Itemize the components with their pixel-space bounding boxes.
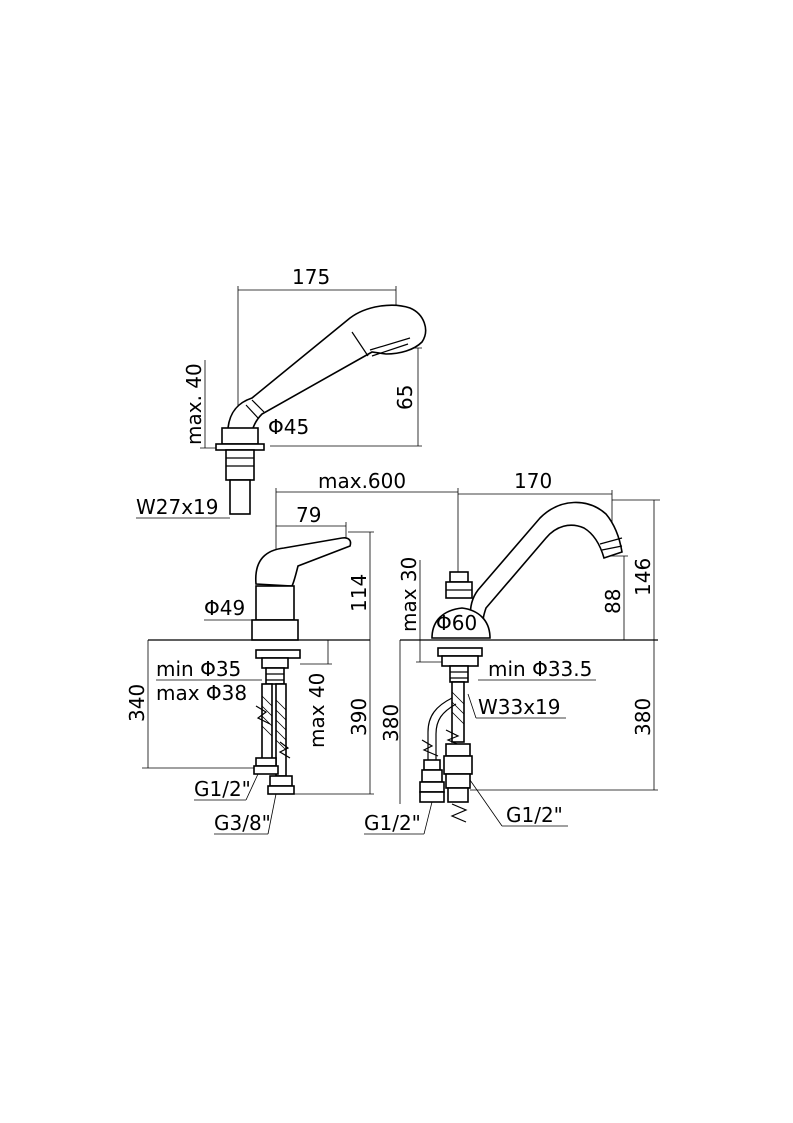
hand-shower-base-max-label: max. 40 xyxy=(182,363,206,445)
mixer-lever xyxy=(255,537,352,587)
spout-thread-label: W33x19 xyxy=(478,695,561,719)
mixer-hole-min-label: min Φ35 xyxy=(156,657,241,681)
mixer-inlet-1-label: G1/2" xyxy=(194,777,251,801)
overall-spacing-label: max.600 xyxy=(318,469,406,493)
hand-shower-view: 175 65 max. 40 Φ45 W27x19 xyxy=(136,265,427,519)
hand-shower-diameter-label: Φ45 xyxy=(268,415,309,439)
hand-shower-handle xyxy=(227,304,427,436)
mixer-hole-max-label: max Φ38 xyxy=(156,681,247,705)
mixer-view: 79 114 Φ49 xyxy=(125,503,374,835)
mixer-diameter-label: Φ49 xyxy=(204,596,245,620)
hand-shower-thread-label: W27x19 xyxy=(136,495,219,519)
spout-length-right-label: 380 xyxy=(631,698,655,736)
spout-outlet-height-label: 88 xyxy=(601,589,625,614)
spout-view: 170 146 88 max 30 Φ60 xyxy=(364,469,660,835)
spout-reach-label: 170 xyxy=(514,469,552,493)
mixer-inlet-2-label: G3/8" xyxy=(214,811,271,835)
mixer-body xyxy=(255,585,295,621)
mixer-hose-length-label: 340 xyxy=(125,684,149,722)
spout-height-label: 146 xyxy=(631,558,655,596)
spout-body xyxy=(469,501,623,628)
mixer-lever-length-label: 79 xyxy=(296,503,321,527)
spout-deck-max-label: max 30 xyxy=(397,557,421,632)
hand-shower-height-label: 65 xyxy=(393,385,417,410)
spout-hole-min-label: min Φ33.5 xyxy=(488,657,592,681)
spout-inlet-right-label: G1/2" xyxy=(506,803,563,827)
mixer-total-length-label: 390 xyxy=(347,698,371,736)
spout-length-left-label: 380 xyxy=(379,704,403,742)
spout-diameter-label: Φ60 xyxy=(436,611,477,635)
overall-spacing-dimension: max.600 xyxy=(275,469,459,575)
hand-shower-length-label: 175 xyxy=(292,265,330,289)
spout-inlet-left-label: G1/2" xyxy=(364,811,421,835)
mixer-deck-max-label: max 40 xyxy=(305,673,329,748)
mixer-height-label: 114 xyxy=(347,574,371,612)
